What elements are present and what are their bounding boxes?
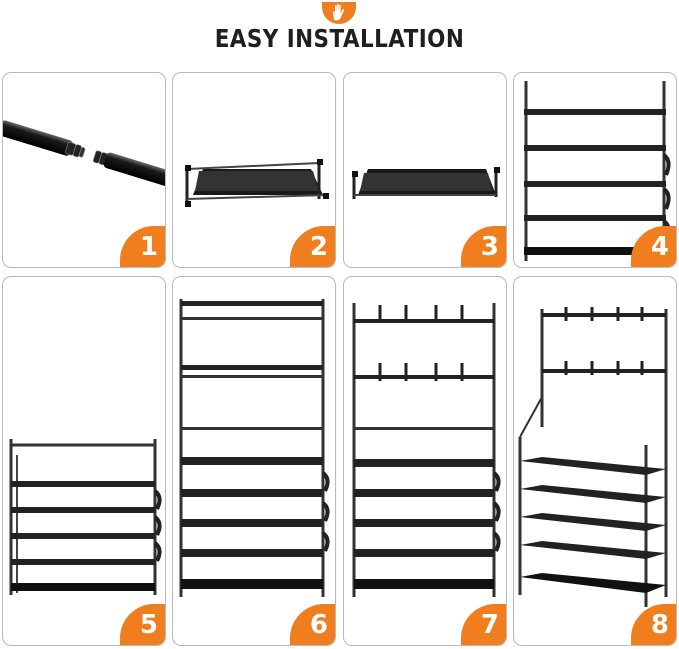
tube-connection-illustration — [3, 120, 165, 190]
shoe-rack-frame-illustration — [9, 439, 162, 595]
step-number-badge: 4 — [631, 226, 676, 267]
hand-icon-badge — [322, 2, 356, 24]
header: EASY INSTALLATION — [0, 0, 679, 68]
step-panel-7: 7 — [343, 276, 507, 646]
step-panel-3: 3 — [343, 72, 507, 268]
page-title: EASY INSTALLATION — [214, 24, 465, 53]
hand-icon — [333, 4, 345, 21]
finished-rack-illustration — [518, 307, 668, 607]
step-panel-2: 2 — [172, 72, 336, 268]
step-panel-4: 4 — [513, 72, 677, 268]
step-panel-8: 8 — [513, 276, 677, 646]
step-number-badge: 3 — [461, 226, 506, 267]
single-shelf-frame-illustration — [185, 159, 329, 207]
step-panel-1: 1 — [2, 72, 166, 268]
step-number-badge: 5 — [120, 604, 165, 645]
assembled-shelf-illustration — [352, 167, 500, 199]
rack-with-top-frame-illustration — [179, 299, 330, 597]
rack-with-hooks-illustration — [352, 303, 501, 597]
step-panel-6: 6 — [172, 276, 336, 646]
step-panel-5: 5 — [2, 276, 166, 646]
